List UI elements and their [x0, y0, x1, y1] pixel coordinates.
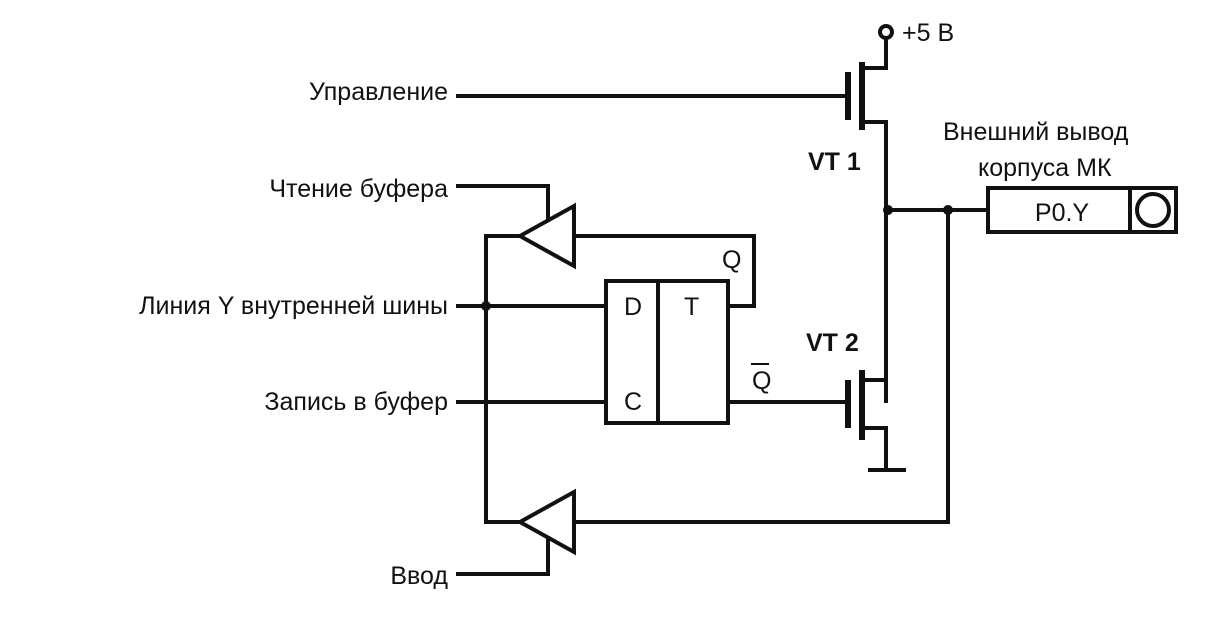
flipflop-q-label: Q — [722, 246, 741, 274]
vt1-source-wire — [860, 120, 888, 403]
flipflop-c-label: C — [624, 388, 642, 416]
buffer-read-label: Чтение буфера — [269, 175, 448, 203]
input-feedback-wire — [572, 208, 950, 524]
pin-title-line1: Внешний вывод — [943, 118, 1129, 146]
flipflop-qbar-label: Q — [752, 367, 771, 395]
vt2-source-wire — [860, 426, 888, 472]
read-buffer-enable-wire — [456, 184, 550, 222]
pin-title-line2: корпуса МК — [978, 154, 1112, 182]
vt1-label: VT 1 — [808, 148, 861, 176]
pin-pad-icon — [1135, 192, 1171, 228]
vt2-label: VT 2 — [806, 329, 859, 357]
q-output-wire — [572, 234, 756, 308]
flipflop-t-label: T — [684, 293, 699, 321]
flipflop-body — [604, 279, 730, 425]
flipflop-d-label: D — [624, 293, 642, 321]
vt1-drain-wire — [860, 36, 888, 70]
input-label: Ввод — [390, 562, 448, 590]
power-label: +5 В — [902, 19, 954, 47]
buffer-write-label: Запись в буфер — [264, 388, 448, 416]
output-node-junction — [883, 205, 893, 215]
control-label: Управление — [309, 78, 448, 106]
pin-label: P0.Y — [1035, 199, 1090, 227]
bus-line-label: Линия Y внутренней шины — [139, 292, 448, 320]
input-enable-wire — [456, 536, 550, 576]
